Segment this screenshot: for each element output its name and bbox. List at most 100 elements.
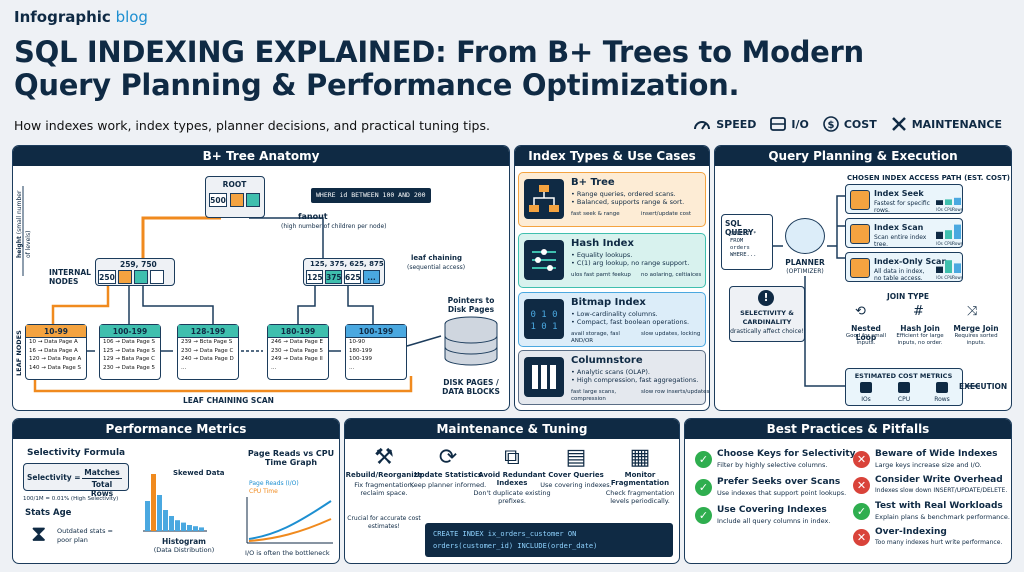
maint-desc: Fix fragmentation, reclaim space.: [354, 481, 414, 497]
refresh-icon: ⟳: [438, 445, 458, 470]
cost-bar: [936, 231, 943, 239]
access-desc: Scan entire index tree.: [874, 234, 927, 248]
svg-text:0 1 0: 0 1 0: [530, 310, 557, 320]
join-type-label: JOIN TYPE: [887, 292, 930, 301]
cost-bar: [954, 224, 961, 239]
leaf-row: 106 → Data Page S: [103, 339, 156, 345]
join-desc: Good for small inputs.: [845, 333, 887, 346]
card-columnstore: Columnstore • Analytic scans (OLAP).• Hi…: [518, 350, 709, 405]
series-label-io: Page Reads (I/O): [249, 480, 299, 487]
warning-icon: !: [758, 290, 774, 306]
card-name: Bitmap Index: [571, 297, 646, 308]
metric-label: Rows: [934, 396, 950, 403]
cost-bar: [945, 199, 952, 205]
card-pro: fast large scans, compression: [571, 389, 617, 402]
formula-denominator: Total Rows: [90, 480, 114, 498]
range-query: WHERE id BETWEEN 100 AND 200: [311, 188, 431, 203]
maint-desc: Check fragmentation levels periodically.: [605, 489, 675, 505]
selectivity-label: SELECTIVITY & CARDINALITY: [740, 309, 794, 326]
btree-panel: B+ Tree Anatomy height (smal: [12, 145, 510, 411]
card-hash: Hash Index • Equality lookups.• C(1) arg…: [518, 233, 706, 288]
best-header: Best Practices & Pitfalls: [685, 419, 1011, 439]
histogram-chart: [143, 474, 207, 532]
leaf-head: 100-199: [346, 325, 406, 338]
brand-logo: Infographic blog: [14, 8, 148, 26]
formula-divider: [82, 478, 122, 479]
selectivity-note: drastically affect choice!: [730, 328, 804, 335]
pitfall-name: Test with Real Workloads: [875, 501, 1003, 511]
leaf-row: 125 → Data Page S: [103, 347, 156, 354]
histogram-bar: [151, 474, 156, 531]
card-desc: • Analytic scans (OLAP).• High compressi…: [571, 368, 699, 384]
pointers-label: Pointers to Disk Pages: [447, 296, 495, 314]
metric-label: CPU: [897, 396, 911, 403]
hash-icon: [524, 240, 564, 280]
best-panel: Best Practices & Pitfalls ✓ Choose Keys …: [684, 418, 1012, 564]
internal-key: ...: [363, 270, 380, 284]
execution-label: EXECUTION: [959, 382, 1008, 391]
access-name: Index-Only Scan: [874, 257, 948, 266]
practice-desc: Use indexes that support point lookups.: [717, 489, 847, 497]
leaf-row: 239 → Bcta Page S: [181, 339, 233, 345]
duplicate-icon: ⧉: [504, 445, 520, 470]
join-desc: Requires sorted inputs.: [954, 333, 998, 346]
leaf-head: 128-199: [178, 325, 238, 338]
leaf-row: 120 → Data Page A: [29, 356, 82, 362]
cost-bar-label: Rows: [952, 275, 962, 280]
maint-desc: Keep planner informed.: [409, 481, 487, 489]
legend-io: I/O: [770, 116, 809, 132]
stats-age-title: Stats Age: [25, 508, 72, 518]
cost-bar: [954, 263, 961, 273]
internal-slot: [134, 270, 148, 284]
scan-label: LEAF CHAINING SCAN: [183, 396, 274, 405]
leaf-nodes-label: LEAF NODES: [15, 330, 23, 376]
svg-text:1 0 1: 1 0 1: [530, 322, 557, 332]
histogram-bar: [163, 510, 168, 531]
legend-cost: $COST: [823, 116, 877, 132]
root-label: ROOT: [222, 180, 247, 189]
internal-key: 375: [325, 270, 342, 284]
check-icon: ✓: [853, 503, 870, 520]
card-pro: ulos fast pamt feekup: [571, 272, 631, 278]
x-icon: ✕: [853, 477, 870, 494]
histogram-bar: [187, 525, 192, 531]
tools-icon: ⚒: [374, 445, 394, 470]
maint-name: Update Statistics: [413, 471, 483, 479]
leaf-head: 10-99: [26, 325, 86, 338]
maint-name: Avoid Redundant Indexes: [478, 471, 546, 487]
join-name: Nested Loop: [851, 324, 881, 342]
btree-connectors: [22, 186, 498, 393]
internal-nodes-label: INTERNAL NODES: [49, 268, 91, 286]
card-desc: • Equality lookups.• C(1) arg lookup, no…: [571, 251, 690, 267]
histogram-bar: [193, 526, 198, 531]
estimated-label: ESTIMATED COST METRICS: [854, 372, 953, 380]
dollar-icon: $: [823, 116, 839, 132]
check-icon: ✓: [695, 479, 712, 496]
maint-panel: Maintenance & Tuning ⚒ Rebuild/Reorganiz…: [344, 418, 680, 564]
rows-icon: [936, 382, 948, 393]
x-icon: ✕: [853, 451, 870, 468]
pitfall-desc: Too many indexes hurt write performance.: [875, 539, 1003, 546]
cpu-icon: [898, 382, 910, 393]
leaf-row: 249 → Data Page II: [271, 356, 323, 362]
page-subtitle: How indexes work, index types, planner d…: [14, 118, 490, 133]
cost-bar-label: CPU: [944, 275, 952, 280]
histogram-note: (Data Distribution): [153, 546, 215, 554]
cost-bar-label: Rows: [952, 207, 962, 212]
crucial-note: Crucial for accurate cost estimates!: [347, 515, 421, 530]
metric-label: IOs: [861, 396, 871, 403]
access-desc: All data in index, no table access.: [874, 268, 925, 282]
height-label: height (small number of levels): [16, 190, 32, 258]
practice-desc: Include all query columns in index.: [717, 517, 831, 525]
fanout-label: fanout: [298, 212, 328, 221]
btree-header: B+ Tree Anatomy: [13, 146, 509, 166]
cost-bar-label: Rows: [952, 241, 962, 246]
document-icon: ▤: [565, 445, 587, 470]
